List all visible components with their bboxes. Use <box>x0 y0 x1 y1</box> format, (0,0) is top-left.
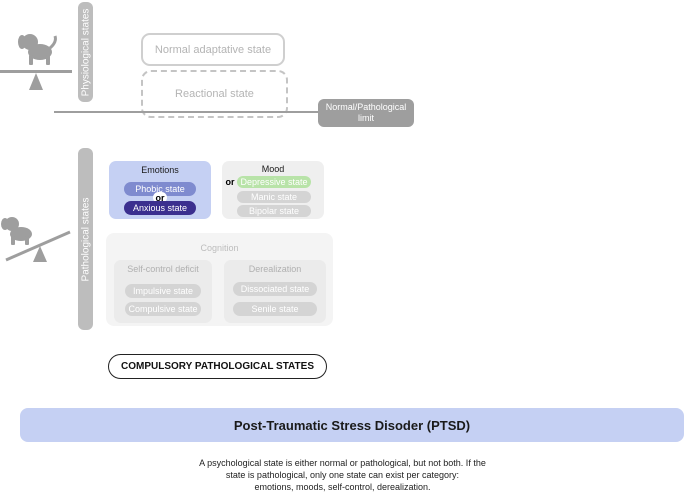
footnote: A psychological state is either normal o… <box>150 457 535 493</box>
reactional-state-label: Reactional state <box>175 88 254 100</box>
mood-or-connector: or <box>225 177 235 187</box>
emotions-box: Emotions Phobic state or Anxious state <box>109 161 211 219</box>
impulsive-state-pill: Impulsive state <box>125 284 201 298</box>
phobic-state-pill: Phobic state <box>124 182 196 196</box>
ptsd-banner-text: Post-Traumatic Stress Disoder (PTSD) <box>233 417 471 433</box>
cognition-title: Cognition <box>200 243 239 253</box>
pathological-states-label: Pathological states <box>80 197 92 281</box>
limit-label-line2: limit <box>358 113 374 123</box>
manic-state-pill: Manic state <box>237 191 311 203</box>
bipolar-state-pill: Bipolar state <box>237 205 311 217</box>
derealization-title: Derealization <box>248 264 302 274</box>
physiological-states-label: Physiological states <box>80 8 92 96</box>
footnote-line3: emotions, moods, self-control, derealiza… <box>254 482 431 492</box>
normal-pathological-limit-line <box>54 111 384 113</box>
cognition-box: Cognition Self-control deficit Impulsive… <box>106 233 333 326</box>
footnote-line2: state is pathological, only one state ca… <box>225 470 460 480</box>
ptsd-banner: Post-Traumatic Stress Disoder (PTSD) <box>20 408 684 442</box>
dissociated-state-pill: Dissociated state <box>233 282 317 296</box>
compulsory-pathological-states-text: COMPULSORY PATHOLOGICAL STATES <box>121 361 314 372</box>
limit-label-line1: Normal/Pathological <box>325 102 407 112</box>
normal-adaptative-state-box: Normal adaptative state <box>141 33 285 66</box>
dog-balanced-icon <box>0 34 72 90</box>
compulsory-pathological-states-label: COMPULSORY PATHOLOGICAL STATES <box>108 354 327 379</box>
physiological-states-axis: Physiological states <box>78 2 93 102</box>
dog-tilted-icon <box>1 217 71 262</box>
anxious-state-pill: Anxious state <box>124 201 196 215</box>
senile-state-pill: Senile state <box>233 302 317 316</box>
reactional-state-box: Reactional state <box>141 70 288 118</box>
normal-adaptative-state-label: Normal adaptative state <box>154 43 272 56</box>
mood-box: Mood or Depressive state Manic state Bip… <box>222 161 324 219</box>
depressive-state-pill: Depressive state <box>237 176 311 188</box>
pathological-states-axis: Pathological states <box>78 148 93 330</box>
normal-pathological-limit-badge: Normal/Pathological limit <box>318 99 414 127</box>
mood-title: Mood <box>261 164 285 174</box>
self-control-deficit-box: Self-control deficit Impulsive state Com… <box>114 260 212 323</box>
footnote-line1: A psychological state is either normal o… <box>199 458 486 468</box>
emotions-or-connector: or <box>153 192 167 203</box>
self-control-deficit-title: Self-control deficit <box>127 264 199 274</box>
emotions-title: Emotions <box>141 165 179 175</box>
compulsive-state-pill: Compulsive state <box>125 302 201 316</box>
derealization-box: Derealization Dissociated state Senile s… <box>224 260 326 323</box>
